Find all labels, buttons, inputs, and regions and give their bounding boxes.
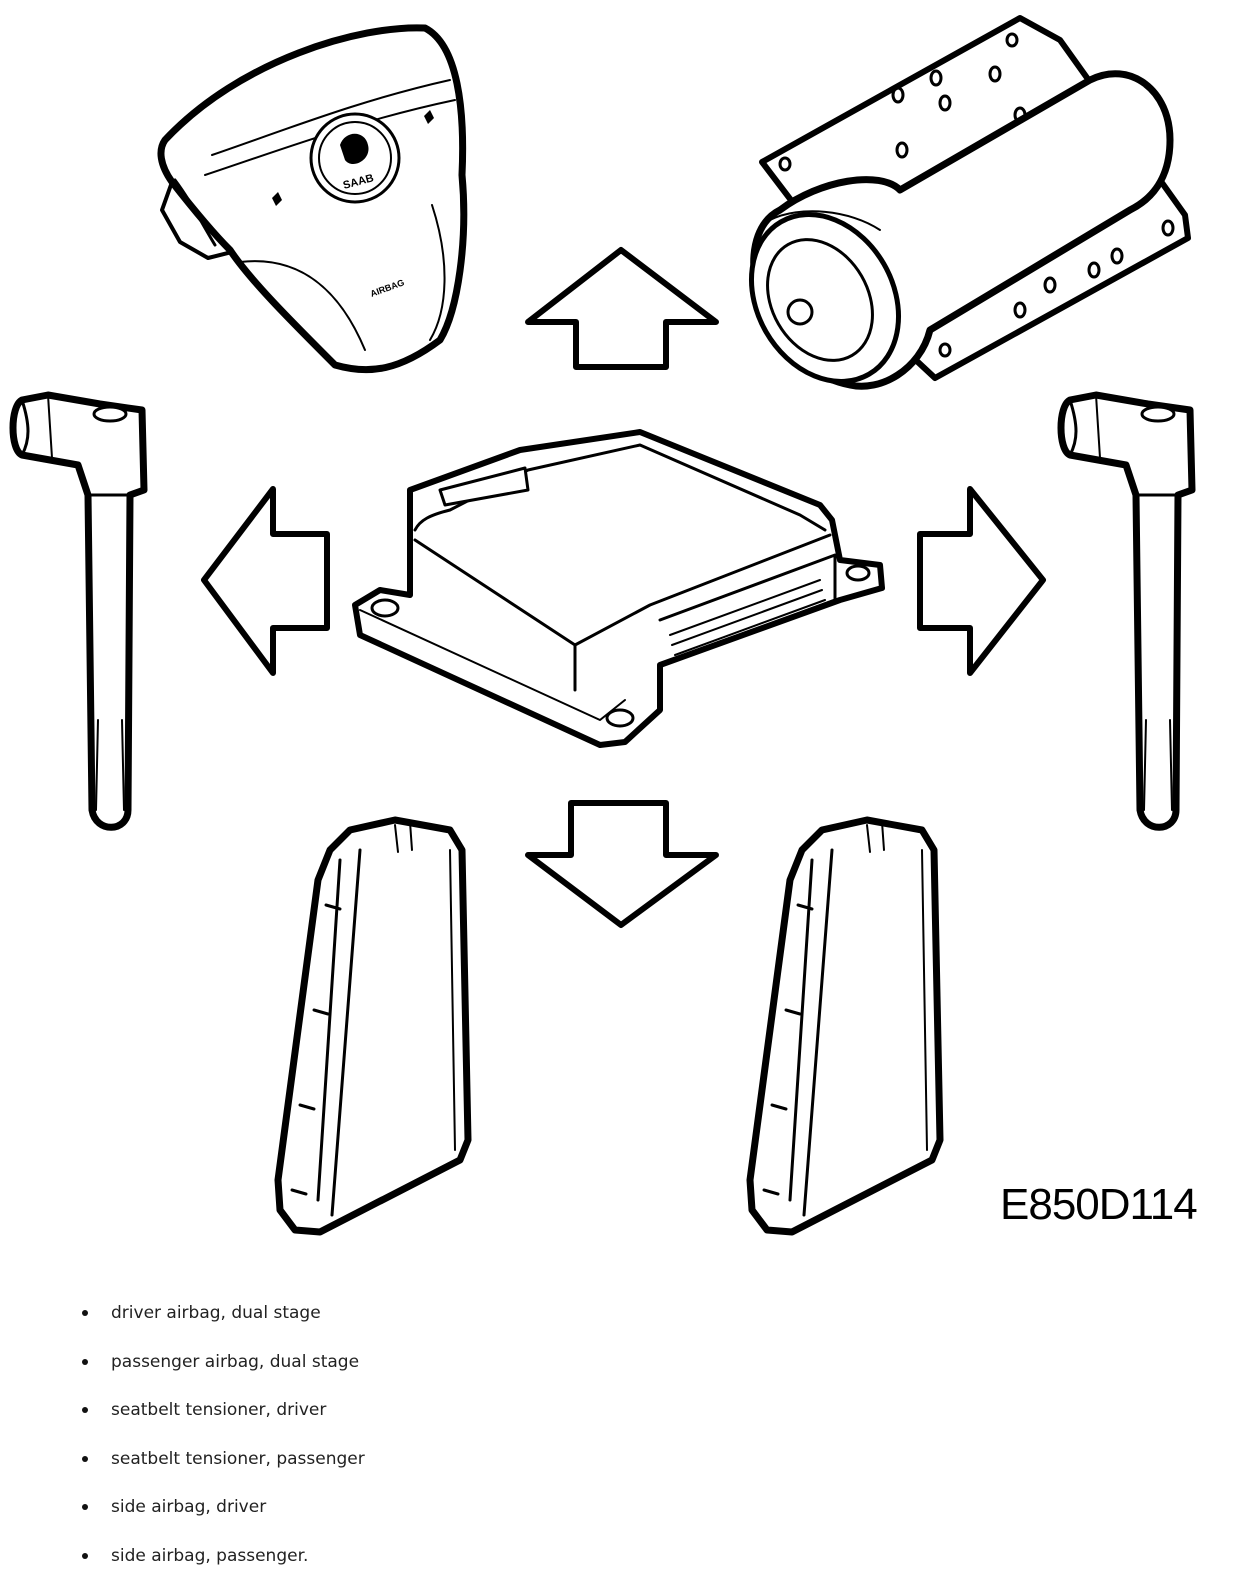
list-item-text: seatbelt tensioner, passenger xyxy=(111,1448,365,1469)
side-airbag-passenger-illustration xyxy=(746,816,944,1236)
arrow-up xyxy=(525,247,719,370)
arrow-left xyxy=(201,486,330,676)
bullet-icon xyxy=(82,1310,88,1316)
side-airbag-driver-illustration xyxy=(274,816,472,1236)
seatbelt-tensioner-driver-illustration xyxy=(9,391,148,831)
seatbelt-tensioner-passenger-illustration xyxy=(1057,391,1196,831)
bullet-icon xyxy=(82,1552,88,1559)
list-item-text: side airbag, driver xyxy=(111,1497,267,1518)
airbag-control-module-illustration xyxy=(352,429,885,748)
list-item-text: passenger airbag, dual stage xyxy=(111,1351,360,1372)
bullet-icon xyxy=(82,1504,88,1511)
driver-airbag-illustration: SAAB AIRBAG xyxy=(157,24,468,374)
bullet-icon xyxy=(82,1407,88,1414)
airbag-system-diagram: SAAB AIRBAG xyxy=(9,15,1196,1236)
list-item-text: side airbag, passenger. xyxy=(111,1545,309,1566)
figure-code: E850D114 xyxy=(1000,1180,1198,1229)
list-item-text: driver airbag, dual stage xyxy=(111,1303,321,1323)
arrow-right xyxy=(917,486,1046,676)
arrow-down xyxy=(525,800,719,928)
bullet-icon xyxy=(82,1358,88,1365)
passenger-airbag-illustration xyxy=(748,15,1191,390)
bullet-icon xyxy=(82,1455,88,1462)
list-item-text: seatbelt tensioner, driver xyxy=(111,1400,327,1421)
